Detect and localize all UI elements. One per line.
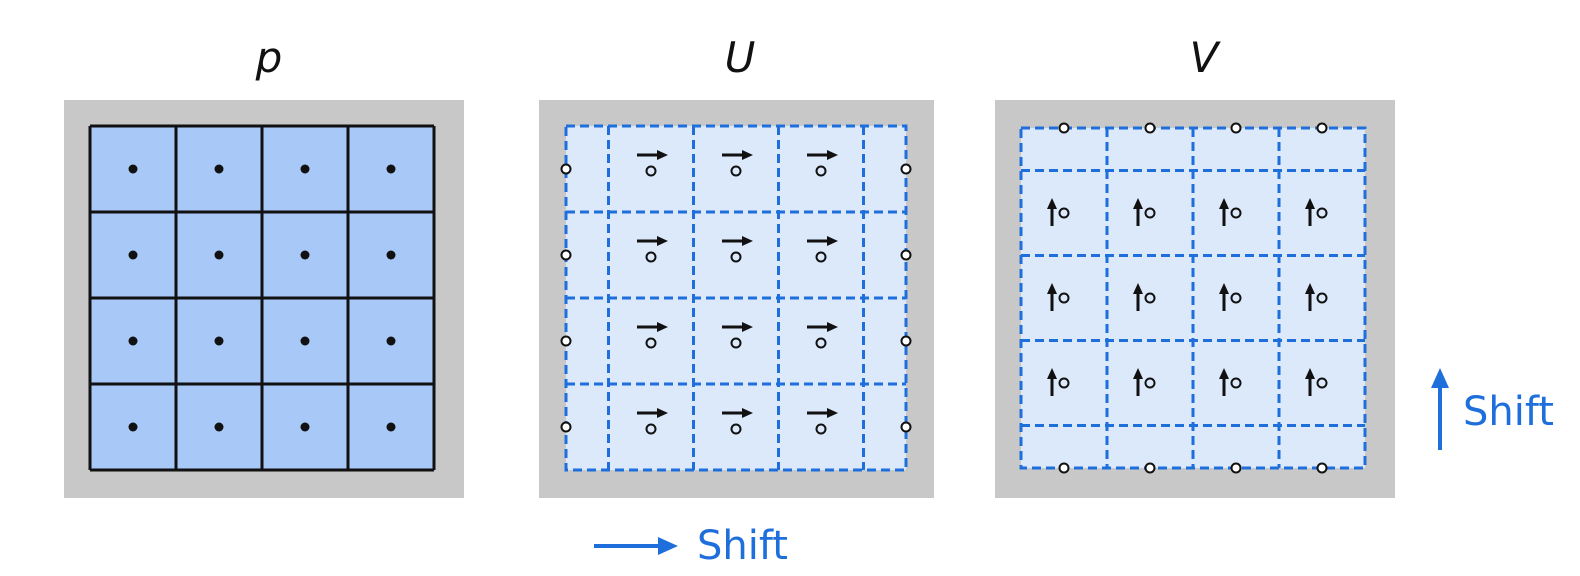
u-velocity-grid-panel xyxy=(539,100,934,498)
shift-arrow-head xyxy=(658,537,678,555)
boundary-node-icon xyxy=(560,335,572,347)
shift-right-arrow-icon xyxy=(594,537,678,555)
boundary-node-icon xyxy=(1316,122,1328,134)
v-node-circle-icon xyxy=(1058,207,1070,219)
u-node-circle-icon xyxy=(730,337,742,349)
v-node-circle-icon xyxy=(1230,377,1242,389)
u-node-circle-icon xyxy=(815,251,827,263)
v-node-circle-icon xyxy=(1058,377,1070,389)
v-arrow-head-icon xyxy=(1219,368,1229,379)
u-arrow-head-icon xyxy=(827,150,838,160)
shift-arrow-head xyxy=(1431,368,1449,388)
u-node-circle-icon xyxy=(815,423,827,435)
v-arrow-head-icon xyxy=(1047,368,1057,379)
pressure-node-dot xyxy=(128,164,138,174)
u-arrow-head-icon xyxy=(742,322,753,332)
pressure-grid-title: p xyxy=(255,33,283,82)
u-node-circle-icon xyxy=(730,165,742,177)
u-velocity-grid-title: U xyxy=(724,33,756,82)
u-arrow-head-icon xyxy=(742,408,753,418)
u-node-circle-icon xyxy=(730,251,742,263)
pressure-node-dot xyxy=(300,164,310,174)
u-node-circle-icon xyxy=(645,251,657,263)
pressure-node-dot xyxy=(214,336,224,346)
v-arrow-head-icon xyxy=(1133,198,1143,209)
v-node-circle-icon xyxy=(1230,292,1242,304)
u-node-circle-icon xyxy=(645,423,657,435)
boundary-node-icon xyxy=(1230,462,1242,474)
v-arrow-head-icon xyxy=(1047,198,1057,209)
pressure-node-dot xyxy=(214,164,224,174)
v-velocity-grid-title: V xyxy=(1189,33,1219,82)
boundary-node-icon xyxy=(560,249,572,261)
boundary-node-icon xyxy=(900,249,912,261)
pressure-node-dot xyxy=(300,422,310,432)
boundary-node-icon xyxy=(900,421,912,433)
boundary-node-icon xyxy=(560,163,572,175)
v-node-circle-icon xyxy=(1316,377,1328,389)
boundary-node-icon xyxy=(900,335,912,347)
pressure-node-dot xyxy=(386,336,396,346)
boundary-node-icon xyxy=(1230,122,1242,134)
v-shift-label: Shift xyxy=(1463,389,1554,435)
boundary-node-icon xyxy=(1058,122,1070,134)
v-node-circle-icon xyxy=(1316,292,1328,304)
pressure-node-dot xyxy=(128,336,138,346)
shift-up-arrow-icon xyxy=(1431,368,1449,450)
boundary-node-icon xyxy=(1316,462,1328,474)
v-arrow-head-icon xyxy=(1133,368,1143,379)
boundary-node-icon xyxy=(1144,462,1156,474)
v-arrow-head-icon xyxy=(1305,198,1315,209)
boundary-node-icon xyxy=(560,421,572,433)
v-arrow-head-icon xyxy=(1305,368,1315,379)
v-node-circle-icon xyxy=(1144,377,1156,389)
v-arrow-head-icon xyxy=(1219,283,1229,294)
v-node-circle-icon xyxy=(1058,292,1070,304)
u-node-circle-icon xyxy=(815,165,827,177)
v-velocity-grid-panel xyxy=(995,100,1395,498)
v-node-circle-icon xyxy=(1230,207,1242,219)
pressure-node-dot xyxy=(386,422,396,432)
v-arrow-head-icon xyxy=(1219,198,1229,209)
u-arrow-head-icon xyxy=(657,150,668,160)
pressure-node-dot xyxy=(386,164,396,174)
u-arrow-head-icon xyxy=(657,408,668,418)
pressure-node-dot xyxy=(214,250,224,260)
pressure-node-dot xyxy=(214,422,224,432)
u-arrow-head-icon xyxy=(657,236,668,246)
u-node-circle-icon xyxy=(645,337,657,349)
v-node-circle-icon xyxy=(1316,207,1328,219)
pressure-node-dot xyxy=(128,422,138,432)
pressure-node-dot xyxy=(386,250,396,260)
boundary-node-icon xyxy=(1058,462,1070,474)
pressure-node-dot xyxy=(128,250,138,260)
u-node-circle-icon xyxy=(645,165,657,177)
boundary-node-icon xyxy=(900,163,912,175)
u-node-circle-icon xyxy=(815,337,827,349)
pressure-grid-panel xyxy=(64,100,464,498)
u-arrow-head-icon xyxy=(742,150,753,160)
pressure-node-dot xyxy=(300,250,310,260)
u-arrow-head-icon xyxy=(827,408,838,418)
v-arrow-head-icon xyxy=(1305,283,1315,294)
v-node-circle-icon xyxy=(1144,292,1156,304)
v-arrow-head-icon xyxy=(1133,283,1143,294)
v-arrow-head-icon xyxy=(1047,283,1057,294)
u-shift-label: Shift xyxy=(697,523,788,569)
u-node-circle-icon xyxy=(730,423,742,435)
v-node-circle-icon xyxy=(1144,207,1156,219)
boundary-node-icon xyxy=(1144,122,1156,134)
u-arrow-head-icon xyxy=(827,236,838,246)
u-arrow-head-icon xyxy=(742,236,753,246)
u-arrow-head-icon xyxy=(657,322,668,332)
pressure-node-dot xyxy=(300,336,310,346)
u-arrow-head-icon xyxy=(827,322,838,332)
